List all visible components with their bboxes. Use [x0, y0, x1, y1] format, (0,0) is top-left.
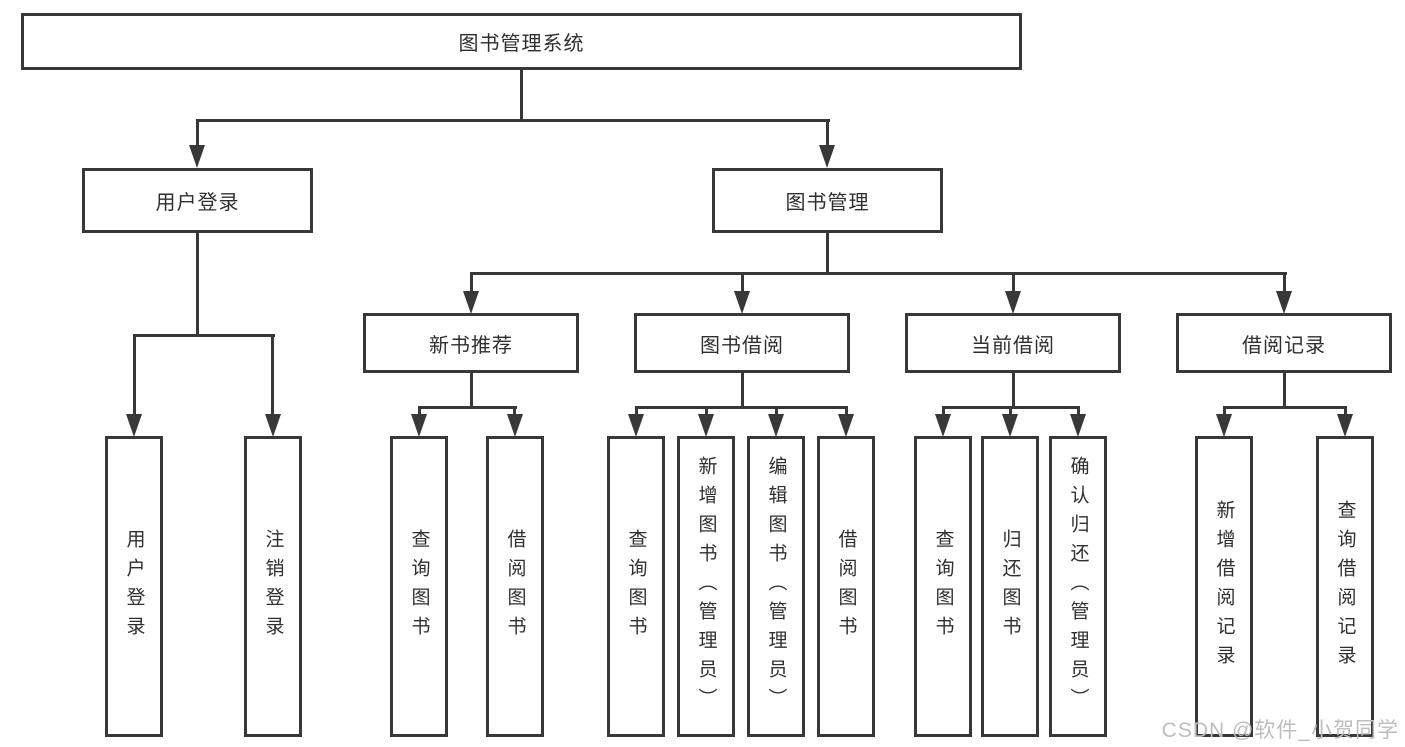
connector-line [133, 334, 275, 337]
arrowhead-down-icon [698, 414, 714, 437]
node-current-borrow: 当前借阅 [905, 313, 1121, 373]
connector-line [1283, 272, 1286, 294]
node-book-management: 图书管理 [712, 168, 943, 233]
leaf-add-book-admin: 新增图书（管理员） [677, 436, 735, 737]
connector-line [418, 406, 421, 416]
arrowhead-down-icon [1216, 414, 1232, 437]
connector-line [1009, 406, 1012, 416]
arrowhead-down-icon [189, 145, 205, 168]
arrowhead-down-icon [1002, 414, 1018, 437]
node-label: 借阅图书 [835, 528, 857, 645]
node-user-login: 用户登录 [82, 168, 313, 233]
node-label: 当前借阅 [971, 334, 1055, 357]
leaf-query-borrow-record: 查询借阅记录 [1316, 436, 1374, 737]
connector-line [705, 406, 708, 416]
node-label: 新书推荐 [429, 334, 513, 357]
arrowhead-down-icon [1276, 291, 1292, 314]
connector-line [1077, 406, 1080, 416]
node-label: 归还图书 [999, 528, 1021, 645]
node-label: 注销登录 [262, 528, 284, 645]
node-label: 查询图书 [932, 528, 954, 645]
connector-line [1223, 406, 1226, 416]
connector-line [1223, 406, 1347, 409]
node-label: 图书管理 [785, 192, 870, 214]
arrowhead-down-icon [1070, 414, 1086, 437]
connector-line [942, 406, 945, 416]
connector-line [1012, 272, 1015, 294]
leaf-user-login: 用户登录 [105, 436, 163, 737]
connector-line [1012, 373, 1015, 408]
leaf-confirm-return-admin: 确认归还（管理员） [1049, 436, 1107, 737]
node-book-borrow: 图书借阅 [634, 313, 850, 373]
connector-line [513, 406, 516, 416]
node-label: 用户登录 [155, 192, 240, 214]
leaf-borrow-books-1: 借阅图书 [486, 436, 544, 737]
connector-line [271, 334, 274, 416]
node-label: 新增图书（管理员） [695, 456, 717, 717]
watermark: CSDN @软件_小贺同学 [1161, 719, 1399, 742]
arrowhead-down-icon [411, 414, 427, 437]
arrowhead-down-icon [1005, 291, 1021, 314]
leaf-add-borrow-record: 新增借阅记录 [1195, 436, 1253, 737]
connector-line [775, 406, 778, 416]
node-label: 图书管理系统 [458, 33, 585, 55]
connector-line [470, 272, 1287, 275]
node-new-book-recommend: 新书推荐 [363, 313, 579, 373]
leaf-logout: 注销登录 [244, 436, 302, 737]
connector-line [1344, 406, 1347, 416]
arrowhead-down-icon [768, 414, 784, 437]
connector-line [196, 233, 199, 337]
arrowhead-down-icon [734, 291, 750, 314]
arrowhead-down-icon [463, 291, 479, 314]
leaf-edit-book-admin: 编辑图书（管理员） [747, 436, 805, 737]
node-label: 新增借阅记录 [1213, 499, 1235, 674]
node-label: 编辑图书（管理员） [765, 456, 787, 717]
connector-line [418, 406, 517, 409]
leaf-query-books-2: 查询图书 [607, 436, 665, 737]
node-label: 借阅图书 [504, 528, 526, 645]
connector-line [133, 334, 136, 416]
node-label: 确认归还（管理员） [1067, 456, 1089, 717]
connector-line [520, 70, 523, 121]
arrowhead-down-icon [628, 414, 644, 437]
connector-line [741, 272, 744, 294]
connector-line [741, 373, 744, 408]
node-label: 用户登录 [123, 528, 145, 645]
leaf-borrow-books-2: 借阅图书 [817, 436, 875, 737]
connector-line [470, 373, 473, 408]
connector-line [196, 119, 199, 149]
arrowhead-down-icon [838, 414, 854, 437]
arrowhead-down-icon [265, 414, 281, 437]
arrowhead-down-icon [819, 145, 835, 168]
arrowhead-down-icon [126, 414, 142, 437]
connector-line [845, 406, 848, 416]
node-label: 借阅记录 [1242, 334, 1326, 357]
node-label: 图书借阅 [700, 334, 784, 357]
leaf-return-books: 归还图书 [981, 436, 1039, 737]
arrowhead-down-icon [1337, 414, 1353, 437]
node-label: 查询图书 [625, 528, 647, 645]
leaf-query-books-1: 查询图书 [390, 436, 448, 737]
arrowhead-down-icon [935, 414, 951, 437]
node-borrow-records: 借阅记录 [1176, 313, 1392, 373]
connector-line [196, 119, 830, 122]
connector-line [826, 233, 829, 275]
connector-line [826, 119, 829, 149]
arrowhead-down-icon [507, 414, 523, 437]
node-label: 查询借阅记录 [1334, 499, 1356, 674]
connector-line [635, 406, 638, 416]
connector-line [1283, 373, 1286, 408]
connector-line [470, 272, 473, 294]
connector-line [635, 406, 848, 409]
node-label: 查询图书 [408, 528, 430, 645]
leaf-query-books-3: 查询图书 [914, 436, 972, 737]
node-library-system: 图书管理系统 [21, 13, 1022, 70]
